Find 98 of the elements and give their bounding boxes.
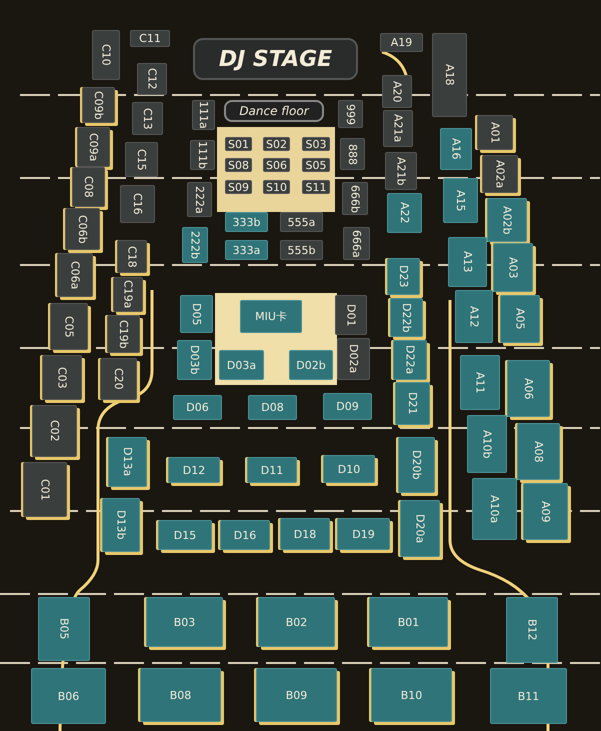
booth: MIU卡 <box>240 300 302 333</box>
booth: 666a <box>343 227 370 260</box>
booth: C09a <box>77 127 110 167</box>
booth: D05 <box>180 295 213 333</box>
stage-sign: DJ STAGE <box>193 38 358 80</box>
booth: D08 <box>248 395 297 420</box>
booth: A12 <box>455 290 493 343</box>
booth: D21 <box>395 382 430 425</box>
booth: D06 <box>173 395 222 420</box>
booth: A19 <box>380 33 423 52</box>
booth: A18 <box>432 33 467 117</box>
booth: D15 <box>158 520 212 550</box>
booth: D13b <box>102 498 140 552</box>
booth: C19a <box>113 277 143 312</box>
booth: D22b <box>390 298 423 337</box>
booth: B03 <box>146 597 223 647</box>
booth: D03a <box>219 350 264 380</box>
booth: C03 <box>42 355 82 400</box>
booth: A21a <box>383 110 413 147</box>
booth: B09 <box>256 668 337 722</box>
booth: D01 <box>335 295 367 335</box>
booth: B02 <box>258 597 335 647</box>
booth: S08 <box>225 158 252 172</box>
booth: A05 <box>500 295 540 343</box>
booth: A20 <box>382 75 412 108</box>
booth: B10 <box>371 668 452 722</box>
booth: A13 <box>448 237 487 287</box>
booth: 999 <box>338 100 363 128</box>
booth: A11 <box>460 355 500 410</box>
booth: D03b <box>177 340 212 380</box>
booth: 666b <box>342 182 368 215</box>
booth: A10b <box>467 415 507 473</box>
booth: S09 <box>225 180 252 194</box>
booth: D18 <box>280 518 330 550</box>
booth: C13 <box>132 102 163 135</box>
booth: D13a <box>108 437 147 487</box>
booth: B11 <box>490 668 567 724</box>
booth: S02 <box>263 137 290 151</box>
booth: C02 <box>32 405 77 457</box>
booth: B08 <box>140 668 221 722</box>
booth: C19b <box>107 315 140 353</box>
booth: D11 <box>247 457 297 483</box>
booth: 333a <box>225 240 268 260</box>
booth: S11 <box>302 180 330 194</box>
booth: C10 <box>92 30 120 80</box>
booth: S01 <box>225 137 252 151</box>
booth: A03 <box>493 243 533 292</box>
booth: 222a <box>187 182 212 217</box>
booth: 111a <box>192 100 215 130</box>
booth: A15 <box>443 178 478 223</box>
booth: D12 <box>168 457 220 483</box>
booth: A16 <box>440 128 472 170</box>
booth: C18 <box>117 240 147 273</box>
booth: A01 <box>477 115 513 150</box>
booth: D23 <box>387 258 420 295</box>
booth: S03 <box>302 137 330 151</box>
booth: A10a <box>472 478 517 540</box>
booth: D16 <box>220 520 270 550</box>
booth: D02a <box>337 338 370 380</box>
booth: A21b <box>385 152 417 190</box>
booth: A06 <box>507 360 550 417</box>
dance-floor-sign: Dance floor <box>224 100 324 122</box>
booth: C16 <box>120 185 155 223</box>
booth: D09 <box>323 393 372 420</box>
booth: D22a <box>393 340 427 380</box>
booth: B01 <box>369 597 448 647</box>
booth: B12 <box>506 597 558 663</box>
booth: S06 <box>263 158 290 172</box>
booth: A22 <box>387 193 422 233</box>
booth: C01 <box>23 462 67 517</box>
booth: 333b <box>225 212 268 232</box>
booth: D02b <box>289 350 333 380</box>
booth: C06a <box>57 253 93 297</box>
booth: D20b <box>398 437 435 493</box>
booth: D19 <box>337 518 390 550</box>
booth: A02b <box>487 198 527 242</box>
booth: C15 <box>125 142 158 177</box>
booth: C11 <box>130 30 170 47</box>
booth: A02a <box>482 155 518 193</box>
booth: 555b <box>280 240 323 260</box>
booth: D20a <box>400 500 440 557</box>
booth: C06b <box>65 208 100 250</box>
booth: 555a <box>280 212 323 232</box>
booth: 222b <box>182 227 208 263</box>
booth: B05 <box>38 597 90 661</box>
booth: C08 <box>72 167 105 207</box>
booth: 111b <box>190 140 215 170</box>
booth: S10 <box>263 180 290 194</box>
booth: S05 <box>302 158 330 172</box>
booth: C12 <box>137 63 167 95</box>
booth: D10 <box>323 455 375 483</box>
booth: B06 <box>31 668 106 724</box>
booth: C09b <box>82 87 115 123</box>
booth: A08 <box>517 423 560 480</box>
booth: C20 <box>100 358 137 400</box>
booth: 888 <box>340 138 365 170</box>
booth: A09 <box>523 483 568 540</box>
booth: C05 <box>50 303 88 350</box>
